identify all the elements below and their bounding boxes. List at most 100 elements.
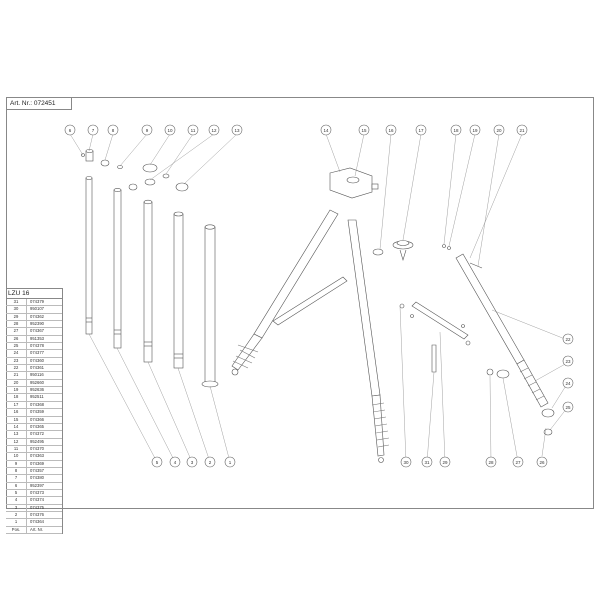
row-pos: 19 bbox=[6, 387, 27, 394]
callout-30: 30 bbox=[400, 456, 412, 468]
callout-21: 21 bbox=[516, 124, 528, 136]
tripod-head bbox=[329, 167, 379, 199]
svg-text:31: 31 bbox=[424, 460, 430, 465]
svg-text:29: 29 bbox=[442, 460, 448, 465]
svg-text:14: 14 bbox=[323, 128, 329, 133]
svg-text:17: 17 bbox=[418, 128, 424, 133]
article-number-label: Art. Nr.: 072451 bbox=[6, 97, 72, 110]
tube-5 bbox=[85, 176, 93, 335]
row-pos: 9 bbox=[6, 460, 27, 467]
row-art-number: 074380 bbox=[30, 475, 44, 481]
callout-6: 6 bbox=[64, 124, 76, 136]
row-pos: 30 bbox=[6, 306, 27, 313]
row-pos: 11 bbox=[6, 445, 27, 453]
svg-text:4: 4 bbox=[174, 460, 177, 465]
svg-text:15: 15 bbox=[361, 128, 367, 133]
callout-16: 16 bbox=[385, 124, 397, 136]
row-pos: 14 bbox=[6, 423, 27, 431]
callout-1: 1 bbox=[224, 456, 236, 468]
row-art-number: 952390 bbox=[30, 321, 44, 327]
row-art-number: 952397 bbox=[30, 482, 44, 488]
row-art-number: 074373 bbox=[30, 489, 44, 495]
row-pos: 23 bbox=[6, 357, 27, 365]
callout-22: 22 bbox=[562, 333, 574, 345]
row-art-number: 074370 bbox=[30, 445, 44, 451]
svg-text:18: 18 bbox=[453, 128, 459, 133]
row-art-number: 074372 bbox=[30, 431, 44, 437]
callout-29: 29 bbox=[439, 456, 451, 468]
row-art-number: 074357 bbox=[30, 467, 44, 473]
row-pos: 4 bbox=[6, 497, 27, 504]
callout-9: 9 bbox=[141, 124, 153, 136]
svg-text:8: 8 bbox=[112, 128, 115, 133]
svg-text:21: 21 bbox=[519, 128, 525, 133]
row-pos: 21 bbox=[6, 372, 27, 379]
svg-text:22: 22 bbox=[565, 337, 571, 342]
tube-2 bbox=[173, 211, 184, 369]
row-art-number: 950116 bbox=[30, 372, 44, 378]
row-pos: 8 bbox=[6, 467, 27, 475]
svg-text:30: 30 bbox=[403, 460, 409, 465]
callout-23: 23 bbox=[562, 355, 574, 367]
row-art-number: 074365 bbox=[30, 423, 44, 429]
row-pos: 1 bbox=[6, 519, 27, 526]
row-art-number: 074360 bbox=[30, 357, 44, 363]
callout-24: 24 bbox=[562, 377, 574, 389]
row-pos: 18 bbox=[6, 394, 27, 401]
row-art-number: 074366 bbox=[30, 416, 44, 422]
callout-8: 8 bbox=[107, 124, 119, 136]
svg-text:5: 5 bbox=[156, 460, 159, 465]
svg-text:6: 6 bbox=[69, 128, 72, 133]
row-art-number: 074379 bbox=[30, 299, 44, 304]
row-pos: 17 bbox=[6, 401, 27, 409]
svg-text:3: 3 bbox=[191, 460, 194, 465]
tube-1 bbox=[201, 224, 219, 388]
row-art-number: 074368 bbox=[30, 401, 44, 407]
row-pos: 10 bbox=[6, 453, 27, 460]
row-art-number: 074362 bbox=[30, 313, 44, 319]
row-pos: 16 bbox=[6, 409, 27, 416]
callout-27: 27 bbox=[512, 456, 524, 468]
row-art-number: 952660 bbox=[30, 379, 44, 385]
svg-text:27: 27 bbox=[515, 460, 521, 465]
callout-5: 5 bbox=[151, 456, 163, 468]
footer-pos: Pos. bbox=[6, 526, 27, 533]
row-pos: 12 bbox=[6, 438, 27, 445]
svg-text:20: 20 bbox=[496, 128, 502, 133]
svg-text:13: 13 bbox=[234, 128, 240, 133]
row-art-number: 074367 bbox=[30, 328, 44, 334]
svg-text:25: 25 bbox=[565, 405, 571, 410]
svg-text:11: 11 bbox=[191, 128, 196, 133]
svg-text:2: 2 bbox=[209, 460, 212, 465]
callout-20: 20 bbox=[493, 124, 505, 136]
parts-table-title: LZU 16 bbox=[6, 289, 62, 299]
row-art-number: 074377 bbox=[30, 350, 44, 356]
callout-3: 3 bbox=[186, 456, 198, 468]
callout-14: 14 bbox=[320, 124, 332, 136]
drawing-frame bbox=[6, 97, 594, 509]
svg-text:12: 12 bbox=[211, 128, 217, 133]
callout-13: 13 bbox=[231, 124, 243, 136]
callout-11: 11 bbox=[187, 124, 199, 136]
tripod-leg-middle bbox=[347, 219, 390, 463]
callout-25: 25 bbox=[562, 401, 574, 413]
parts-16-17 bbox=[372, 240, 414, 262]
